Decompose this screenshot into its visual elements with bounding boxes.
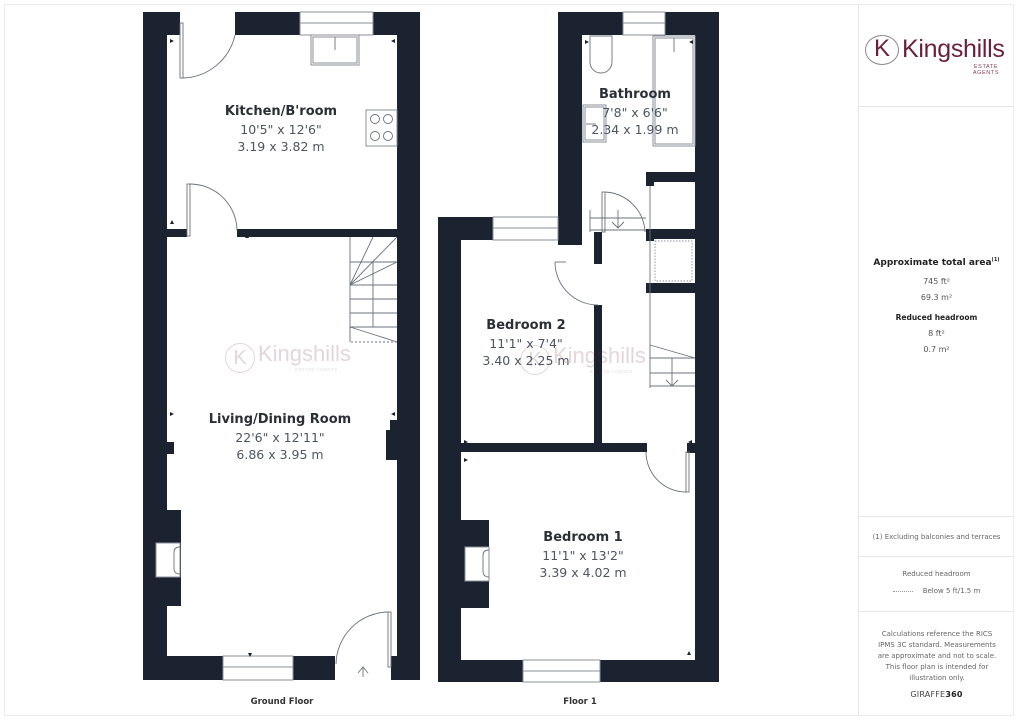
dotted-line-icon [892, 590, 913, 592]
area-section: Approximate total area(1) 745 ft² 69.3 m… [859, 107, 1014, 517]
legend-item: Below 5 ft/1.5 m [859, 587, 1014, 595]
footnote: (1) Excluding balconies and terraces [859, 517, 1014, 557]
page-frame [4, 4, 1014, 716]
area-ft: 745 ft² [923, 277, 950, 286]
brand-subtitle: ESTATE AGENTS [972, 64, 1000, 76]
room-name: Bathroom [599, 87, 671, 102]
room-name: Living/Dining Room [208, 412, 352, 427]
room-dim-imperial: 10'5" x 12'6" [240, 122, 322, 137]
area-m: 69.3 m² [920, 293, 953, 302]
floor-label-ground: Ground Floor [250, 697, 314, 707]
disclaimer-section: Calculations reference the RICS IPMS 3C … [859, 612, 1014, 716]
room-dim-metric: 3.40 x 2.25 m [482, 353, 570, 368]
floor-plan [143, 11, 719, 683]
room-label-bathroom: Bathroom 7'8" x 6'6" 2.34 x 1.99 m [575, 87, 695, 138]
reduced-ft: 8 ft² [928, 329, 945, 338]
room-label-kitchen: Kitchen/B'room 10'5" x 12'6" 3.19 x 3.82… [206, 104, 356, 155]
room-dim-imperial: 7'8" x 6'6" [602, 105, 668, 120]
room-dim-imperial: 11'1" x 7'4" [489, 336, 563, 351]
room-label-bedroom-2: Bedroom 2 11'1" x 7'4" 3.40 x 2.25 m [466, 318, 586, 369]
room-label-bedroom-1: Bedroom 1 11'1" x 13'2" 3.39 x 4.02 m [523, 530, 643, 581]
giraffe360-brand: GIRAFFE360 [910, 690, 963, 699]
room-label-living-dining: Living/Dining Room 22'6" x 12'11" 6.86 x… [195, 412, 365, 463]
floor-label-first: Floor 1 [563, 697, 597, 707]
logo-circle-icon [865, 35, 899, 65]
room-name: Bedroom 2 [486, 318, 566, 333]
area-title: Approximate total area(1) [873, 257, 1000, 268]
room-dim-metric: 3.39 x 4.02 m [539, 565, 627, 580]
reduced-headroom-title: Reduced headroom [895, 313, 978, 322]
room-dim-metric: 2.34 x 1.99 m [591, 122, 679, 137]
reduced-m: 0.7 m² [923, 345, 950, 354]
legend-section: Reduced headroom Below 5 ft/1.5 m [859, 557, 1014, 612]
room-dim-metric: 6.86 x 3.95 m [236, 447, 324, 462]
room-dim-imperial: 11'1" x 13'2" [542, 548, 624, 563]
brand-logo: K Kingshills ESTATE AGENTS [865, 32, 1011, 82]
room-name: Bedroom 1 [543, 530, 623, 545]
logo-section: K Kingshills ESTATE AGENTS [859, 4, 1014, 107]
room-dim-imperial: 22'6" x 12'11" [235, 430, 325, 445]
room-name: Kitchen/B'room [224, 104, 338, 119]
legend-title: Reduced headroom [902, 570, 971, 578]
info-sidebar: K Kingshills ESTATE AGENTS Approximate t… [858, 4, 1014, 716]
disclaimer-text: Calculations reference the RICS IPMS 3C … [877, 630, 997, 682]
brand-name: Kingshills [902, 35, 1005, 63]
room-dim-metric: 3.19 x 3.82 m [237, 139, 325, 154]
